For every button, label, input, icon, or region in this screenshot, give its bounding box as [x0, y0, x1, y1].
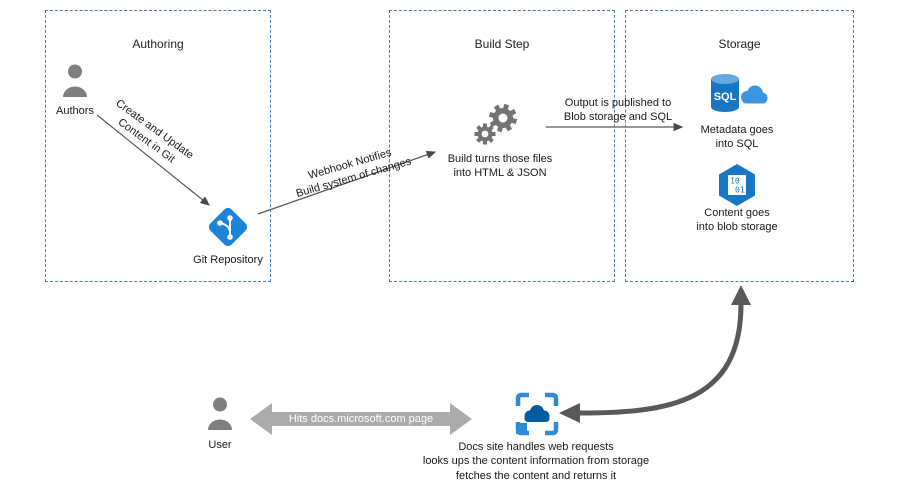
edge-label-output-published: Output is published to Blob storage and …: [563, 97, 673, 123]
user-label: User: [208, 439, 232, 451]
storage-frame: [625, 10, 854, 282]
arrow-git-to-build: [257, 150, 437, 215]
storage-frame-title: Storage: [718, 37, 761, 51]
user-person-icon: [208, 397, 232, 430]
authors-person-icon: [63, 64, 87, 97]
authoring-frame: [45, 10, 271, 282]
blob-icon-text-1: 10: [730, 177, 740, 186]
docs-site-icon: [515, 392, 559, 436]
arrow-docs-to-storage-head-top: [731, 285, 751, 305]
authors-label: Authors: [56, 105, 94, 117]
cloud-icon: [741, 85, 768, 104]
gears-icon: [474, 103, 518, 145]
band-arrow-label: Hits docs.microsoft.com page: [288, 413, 434, 425]
git-repository-label: Git Repository: [193, 254, 263, 266]
arrow-user-to-docs: [250, 403, 472, 435]
blob-icon-text-2: 01: [735, 186, 745, 195]
git-repository-icon: [208, 207, 248, 247]
sql-icon-text: SQL: [714, 91, 737, 103]
build-node-label: Build turns those files into HTML & JSON: [447, 153, 553, 180]
authoring-frame-title: Authoring: [132, 37, 184, 51]
cloud-icon: [524, 405, 550, 422]
sql-database-icon: SQL: [711, 74, 768, 112]
arrow-docs-to-storage-head-left: [559, 403, 580, 423]
blob-label: Content goes into blob storage: [696, 207, 778, 234]
docs-site-label: Docs site handles web requests looks ups…: [422, 441, 650, 482]
build-step-frame: [389, 10, 615, 282]
arrow-docs-to-storage-curve: [577, 301, 744, 416]
sql-label: Metadata goes into SQL: [700, 124, 774, 151]
blob-storage-icon: 10 01: [719, 164, 755, 206]
arrow-authors-to-git: [96, 114, 210, 206]
build-step-frame-title: Build Step: [474, 37, 530, 51]
